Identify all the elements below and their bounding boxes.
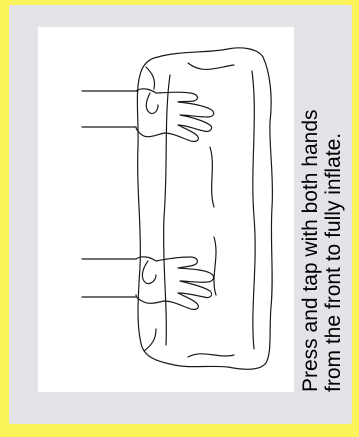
upper-hand: [136, 89, 214, 142]
upper-thumb: [146, 93, 158, 114]
pillow-wrinkle-2: [214, 237, 216, 295]
lower-thumb: [142, 261, 156, 284]
pillow-crease-bottom: [188, 354, 234, 357]
pillow-outline: [137, 48, 272, 369]
pillow-corner-tl: [146, 67, 155, 89]
inflate-illustration: [38, 27, 294, 392]
pillow-seam-left: [164, 75, 170, 345]
pillow-seam-right: [252, 71, 255, 349]
pillow-hands-icon: [38, 27, 294, 392]
pillow-wrinkle-1: [210, 147, 214, 207]
instruction-caption: Press and tap with both hands from the f…: [299, 28, 345, 392]
pillow-corner-bl: [144, 329, 156, 351]
caption-line-1: Press and tap with both hands: [299, 28, 322, 392]
pillow-crease-top: [188, 63, 234, 69]
caption-line-2: from the front to fully inflate.: [322, 28, 345, 392]
